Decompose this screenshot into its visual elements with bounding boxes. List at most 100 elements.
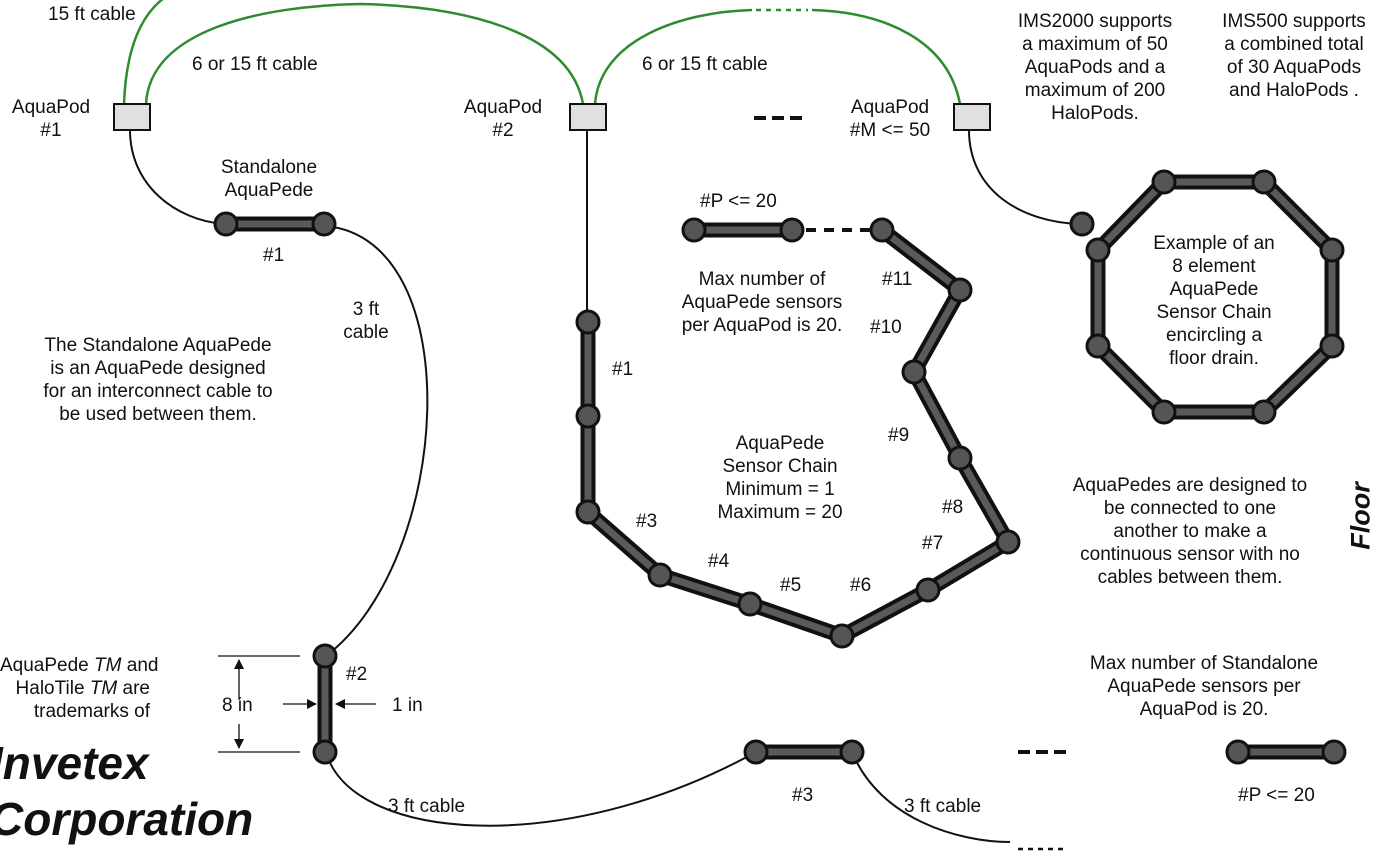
ims2000-line-4: maximum of 200 <box>1024 80 1166 101</box>
cable-3ft-label-1: 3 ft cable <box>338 298 394 344</box>
aquapod-m-label: AquaPod #M <= 50 <box>840 96 940 142</box>
aquapod-m-name: AquaPod <box>850 97 930 118</box>
ims500-line-1: IMS500 supports <box>1222 11 1366 32</box>
ims2000-line-1: IMS2000 supports <box>1017 11 1173 32</box>
trademark-notice: AquaPede TM and HaloTile TM are trademar… <box>0 654 159 723</box>
chain-desc-line-1: AquaPede <box>735 433 825 454</box>
trademark-line-3: trademarks of <box>33 701 150 722</box>
trademark-line-1: AquaPede TM and <box>0 655 159 676</box>
standalone-title-line-1: Standalone <box>220 157 318 178</box>
connected-desc-line-3: another to make a <box>1113 521 1267 542</box>
standalone-description: The Standalone AquaPede is an AquaPede d… <box>8 334 308 426</box>
cable-6-15-label-2: 6 or 15 ft cable <box>642 54 768 75</box>
octagon-desc-line-1: Example of an <box>1153 233 1275 254</box>
chain-desc-line-4: Maximum = 20 <box>717 502 843 523</box>
ims500-line-2: a combined total <box>1224 34 1364 55</box>
segment-4-label: #4 <box>708 551 730 572</box>
max-per-pod-line-3: per AquaPod is 20. <box>681 315 843 336</box>
ims2000-line-5: HaloPods. <box>1051 103 1139 124</box>
ims500-line-4: and HaloPods . <box>1229 80 1359 101</box>
cable-standalone1-standalone2 <box>325 225 429 657</box>
connected-desc-line-1: AquaPedes are designed to <box>1072 475 1308 496</box>
standalone-max-note: Max number of Standalone AquaPede sensor… <box>1064 652 1344 721</box>
standalone-desc-line-3: for an interconnect cable to <box>43 381 273 402</box>
cable-podm-octagon <box>968 129 1081 225</box>
standalone-max-line-2: AquaPede sensors per <box>1107 676 1301 697</box>
aquapod-2-name: AquaPod <box>463 97 543 118</box>
standalone-max-line-3: AquaPod is 20. <box>1139 699 1269 720</box>
segment-5-label: #5 <box>780 575 802 596</box>
aquapod-2-label: AquaPod #2 <box>458 96 548 142</box>
standalone-p-label: #P <= 20 <box>1238 785 1315 806</box>
cable-3ft-label-line-1: 3 ft <box>352 299 380 320</box>
chain-p-label: #P <= 20 <box>700 191 777 212</box>
segment-11-label: #11 <box>882 269 913 290</box>
segment-6-label: #6 <box>850 575 872 596</box>
aquapod-m-box <box>953 103 991 131</box>
connected-desc-line-5: cables between them. <box>1097 567 1283 588</box>
aquapede-sensors <box>213 169 1347 765</box>
aquapods <box>113 103 991 131</box>
segment-9-label: #9 <box>888 425 910 446</box>
standalone-1-label: #1 <box>263 245 285 266</box>
octagon-desc-line-5: encircling a <box>1165 325 1263 346</box>
cable-pod2-podm-left <box>593 8 753 105</box>
black-cables <box>129 129 1081 851</box>
company-name-line-1: Invetex <box>0 737 149 789</box>
aquapod-1-label: AquaPod #1 <box>6 96 96 142</box>
ims2000-note: IMS2000 supports a maximum of 50 AquaPod… <box>1000 10 1190 125</box>
aquapod-m-number: #M <= 50 <box>849 120 931 141</box>
ims500-line-3: of 30 AquaPods <box>1226 57 1362 78</box>
standalone-desc-line-4: be used between them. <box>59 404 257 425</box>
cable-3ft-label-2: 3 ft cable <box>388 796 466 817</box>
aquapod-2-number: #2 <box>492 120 514 141</box>
segment-8-label: #8 <box>942 497 964 518</box>
aquapod-1-box <box>113 103 151 131</box>
dimension-8in-label: 8 in <box>222 695 253 716</box>
chain-desc-line-3: Minimum = 1 <box>725 479 835 500</box>
segment-7-label: #7 <box>922 533 944 554</box>
segment-1-label: #1 <box>612 359 634 380</box>
segment-10-label: #10 <box>870 317 902 338</box>
ims2000-line-2: a maximum of 50 <box>1022 34 1168 55</box>
max-per-pod-line-2: AquaPede sensors <box>681 292 843 313</box>
aquapod-1-name: AquaPod <box>11 97 91 118</box>
cable-pod2-podm-right <box>811 8 962 105</box>
octagon-desc-line-2: 8 element <box>1172 256 1256 277</box>
standalone-max-line-1: Max number of Standalone <box>1089 653 1319 674</box>
standalone-3-label: #3 <box>792 785 814 806</box>
chain-desc-line-2: Sensor Chain <box>722 456 838 477</box>
sensor-chain-description: AquaPede Sensor Chain Minimum = 1 Maximu… <box>690 432 870 524</box>
standalone-title-line-2: AquaPede <box>224 180 314 201</box>
cable-6-15-label-1: 6 or 15 ft cable <box>192 54 318 75</box>
cable-pod1-standalone1 <box>129 129 225 225</box>
green-cables <box>122 0 962 105</box>
octagon-desc-line-4: Sensor Chain <box>1156 302 1272 323</box>
cable-pod1-pod2 <box>144 2 585 105</box>
dimension-1in-label: 1 in <box>392 695 423 716</box>
octagon-desc-line-6: floor drain. <box>1169 348 1259 369</box>
cable-3ft-label-3: 3 ft cable <box>904 796 982 817</box>
dimension-lines <box>218 655 376 753</box>
standalone-aquapede-title: Standalone AquaPede <box>214 156 324 202</box>
company-name-line-2: Corporation <box>0 793 254 845</box>
max-per-pod-note: Max number of AquaPede sensors per AquaP… <box>662 268 862 337</box>
octagon-description: Example of an 8 element AquaPede Sensor … <box>1124 232 1304 370</box>
cable-standalone2-standalone3 <box>325 751 757 827</box>
standalone-desc-line-1: The Standalone AquaPede <box>44 335 272 356</box>
aquapod-2-box <box>569 103 607 131</box>
octagon-desc-line-3: AquaPede <box>1169 279 1259 300</box>
ims500-note: IMS500 supports a combined total of 30 A… <box>1204 10 1384 102</box>
cable-standalone3-right <box>851 751 1011 843</box>
segment-3-label: #3 <box>636 511 658 532</box>
standalone-2-label: #2 <box>346 664 368 685</box>
trademark-line-2: HaloTile TM are <box>15 678 150 699</box>
cable-3ft-label-line-2: cable <box>343 322 389 343</box>
aquapod-1-number: #1 <box>40 120 62 141</box>
standalone-desc-line-2: is an AquaPede designed <box>50 358 266 379</box>
floor-label: Floor <box>1345 482 1376 550</box>
ims2000-line-3: AquaPods and a <box>1024 57 1166 78</box>
connected-desc-line-2: be connected to one <box>1103 498 1277 519</box>
